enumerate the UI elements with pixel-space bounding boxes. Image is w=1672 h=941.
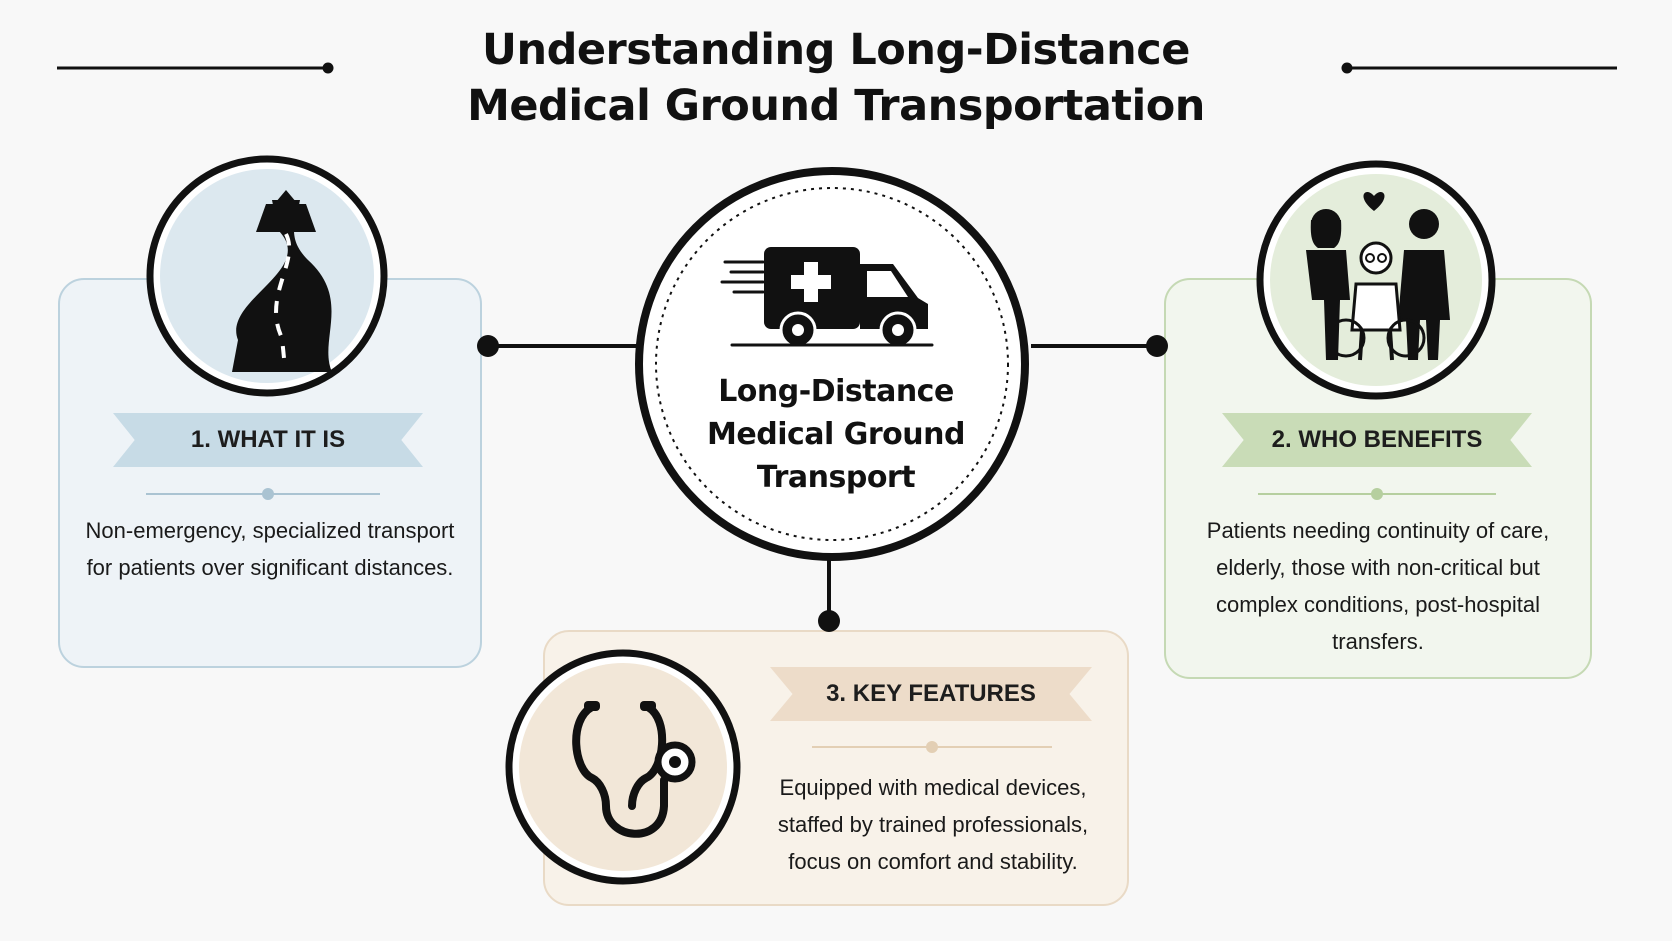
key-features-text: Equipped with medical devices, staffed b… <box>777 775 1089 874</box>
who-benefits-heading: 2. WHO BENEFITS <box>1222 413 1532 467</box>
family-wheelchair-icon <box>1306 191 1450 361</box>
center-label-line-1: Long-Distance <box>718 374 954 409</box>
connector-left <box>477 335 637 357</box>
title-line-2: Medical Ground Transportation <box>467 81 1205 131</box>
who-benefits-text: Patients needing continuity of care, eld… <box>1206 518 1550 654</box>
center-label-line-2: Medical Ground <box>707 417 965 452</box>
divider-bottom <box>812 741 1052 753</box>
page-title: Understanding Long-Distance Medical Grou… <box>336 22 1336 134</box>
connector-right <box>1031 335 1168 357</box>
stethoscope-icon <box>572 701 696 838</box>
title-line-1: Understanding Long-Distance <box>482 25 1190 75</box>
divider-right <box>1258 488 1496 500</box>
winding-road-arrow-icon <box>232 190 332 372</box>
center-label-line-3: Transport <box>756 460 916 495</box>
divider-left <box>146 488 380 500</box>
center-label: Long-Distance Medical Ground Transport <box>672 370 1000 499</box>
title-rule-left <box>57 62 334 74</box>
what-it-is-text: Non-emergency, specialized transport for… <box>85 518 455 580</box>
title-rule-right <box>1341 62 1617 74</box>
center-hub <box>635 167 1029 561</box>
key-features-heading: 3. KEY FEATURES <box>770 667 1092 721</box>
ambulance-icon <box>720 247 934 349</box>
what-it-is-heading: 1. WHAT IT IS <box>113 413 423 467</box>
key-features-icon-circle <box>505 649 741 885</box>
